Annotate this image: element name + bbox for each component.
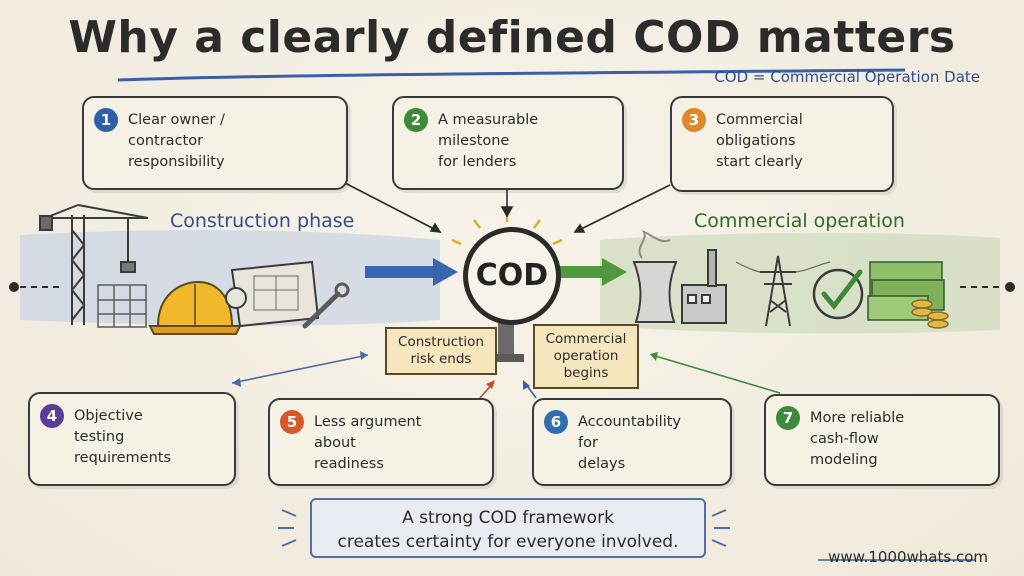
construction-phase-label: Construction phase <box>170 210 355 232</box>
wrench-icon <box>302 282 350 329</box>
commercial-operation-label: Commercial operation <box>694 210 905 232</box>
card-number: 4 <box>40 404 64 428</box>
card-number: 3 <box>682 108 706 132</box>
card-number: 2 <box>404 108 428 132</box>
cod-definition: COD = Commercial Operation Date <box>714 68 980 86</box>
card-text: Clear owner / contractor responsibility <box>128 112 225 170</box>
hard-hat-icon <box>148 280 242 335</box>
card-number: 5 <box>280 410 304 434</box>
page-title: Why a clearly defined COD matters <box>68 12 956 63</box>
card-text: Objective testing requirements <box>74 408 172 466</box>
crane-icon <box>39 204 149 325</box>
lower-connectors <box>231 351 781 399</box>
commercial-arrow <box>558 258 627 286</box>
construction-wash <box>20 230 440 326</box>
card-number: 1 <box>94 108 118 132</box>
card-6: 6 Accountability for delays <box>532 398 732 486</box>
card-number: 7 <box>776 406 800 430</box>
card-text: Commercial obligations start clearly <box>716 112 803 170</box>
blueprint-icon <box>225 260 320 328</box>
framework-statement: A strong COD framework creates certainty… <box>310 498 706 558</box>
card-text: Less argument about readiness <box>314 414 422 472</box>
card-7: 7 More reliable cash-flow modeling <box>764 394 1000 486</box>
card-1: 1 Clear owner / contractor responsibilit… <box>82 96 348 190</box>
card-2: 2 A measurable milestone for lenders <box>392 96 624 190</box>
money-icon <box>867 261 949 329</box>
cod-circle: COD <box>463 227 561 325</box>
checkmark-icon <box>812 268 864 320</box>
pylon-icon <box>735 255 831 327</box>
power-plant-icon <box>632 230 727 324</box>
card-number: 6 <box>544 410 568 434</box>
card-5: 5 Less argument about readiness <box>268 398 494 486</box>
framework-accents <box>278 509 730 547</box>
construction-risk-ends-tag: Construction risk ends <box>385 327 497 375</box>
card-3: 3 Commercial obligations start clearly <box>670 96 894 192</box>
card-text: Accountability for delays <box>578 414 681 472</box>
website-link[interactable]: www.1000whats.com <box>828 548 988 566</box>
commercial-operation-begins-tag: Commercial operation begins <box>533 324 639 389</box>
scaffold <box>97 284 147 328</box>
card-text: More reliable cash-flow modeling <box>810 410 905 468</box>
card-connectors <box>344 182 671 233</box>
card-4: 4 Objective testing requirements <box>28 392 236 486</box>
card-text: A measurable milestone for lenders <box>438 112 539 170</box>
construction-arrow <box>365 258 458 286</box>
cod-post <box>498 320 514 356</box>
